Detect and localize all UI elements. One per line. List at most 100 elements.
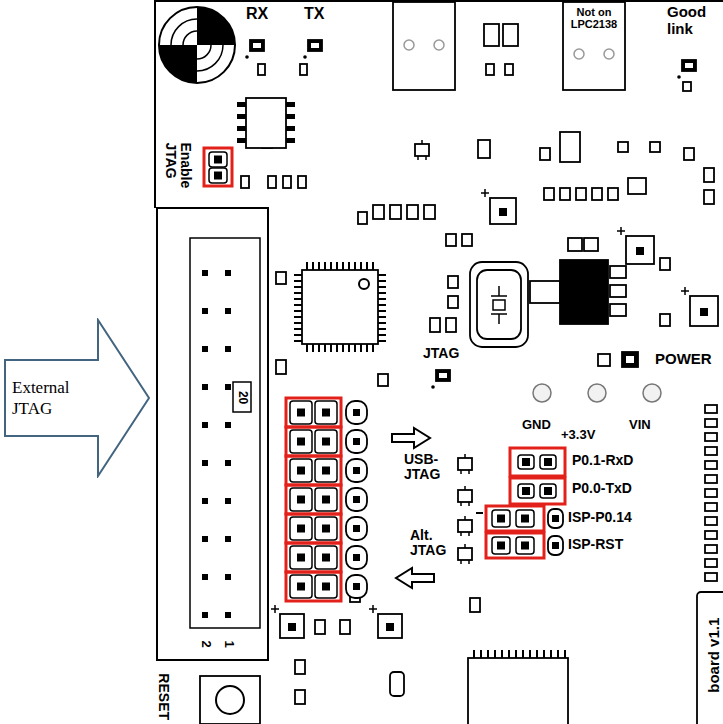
silkscreen-label: board v1.1	[706, 617, 723, 692]
silkscreen-label: GND	[522, 418, 551, 432]
connector-pin	[202, 498, 208, 504]
pad-outline	[684, 148, 694, 160]
jumper-highlight	[286, 456, 341, 485]
pin-pad	[322, 525, 330, 533]
capacitor-outline	[626, 236, 654, 264]
silkscreen-label: POWER	[655, 351, 712, 368]
pad-outline	[610, 304, 626, 316]
jumper-highlight	[286, 398, 341, 427]
pad-outline	[705, 419, 717, 427]
jumper-highlight	[286, 543, 341, 572]
connector-pin	[225, 346, 231, 352]
pin-pad	[522, 458, 530, 466]
pad-outline	[704, 168, 714, 182]
pad-outline	[448, 276, 458, 288]
header-pin	[346, 546, 367, 569]
header-pin	[346, 575, 367, 598]
connector-pin	[202, 612, 208, 618]
pad-outline	[315, 620, 325, 634]
jumper-highlight	[510, 478, 565, 504]
pad-outline	[705, 475, 717, 483]
jumper-highlight	[486, 533, 544, 558]
pad-outline	[486, 64, 494, 75]
button-hole	[574, 49, 584, 59]
transistor-outline	[458, 548, 472, 560]
header-pin	[315, 430, 337, 453]
transistor-outline	[458, 490, 472, 502]
pin1-mark	[359, 279, 369, 289]
pad-outline	[505, 64, 513, 75]
pad-outline	[704, 190, 714, 204]
pad-outline	[484, 24, 499, 46]
pad-outline	[295, 660, 305, 674]
callout-arrow: External JTAG	[3, 318, 153, 478]
fiducial-quadrant	[197, 7, 235, 45]
pad-outline	[705, 433, 717, 441]
pin-pad	[353, 467, 360, 474]
pad-outline	[373, 205, 384, 219]
jumper-highlight	[510, 448, 565, 476]
capacitor-outline	[378, 614, 402, 638]
pin-pad	[297, 496, 305, 504]
button-footprint	[200, 676, 260, 724]
pad-outline	[608, 188, 618, 200]
header-pin	[315, 459, 337, 482]
connector-pin	[225, 422, 231, 428]
ic-pin	[237, 102, 246, 107]
pad-outline	[424, 205, 435, 219]
header-pin	[290, 430, 312, 453]
led-window	[311, 43, 319, 48]
silkscreen-label: Enable JTAG	[163, 142, 194, 198]
component-lead	[418, 140, 426, 160]
pin-pad	[214, 172, 222, 180]
direction-arrow	[396, 568, 434, 588]
button-hole	[604, 49, 614, 59]
pin-pad	[322, 496, 330, 504]
button-footprint	[563, 2, 625, 90]
regulator-body	[560, 260, 608, 324]
sot-package	[560, 132, 580, 162]
pad-outline	[660, 258, 670, 270]
transistor-outline	[458, 458, 472, 470]
header-pin	[540, 484, 556, 498]
pad-outline	[470, 598, 480, 612]
connector-pin	[202, 384, 208, 390]
component-lead	[461, 486, 469, 506]
pad-outline	[592, 188, 602, 200]
component-lead	[461, 544, 469, 564]
ic-pins	[294, 262, 386, 352]
header-pin	[516, 510, 534, 527]
fiducial-ring	[159, 7, 235, 83]
ic-body	[302, 270, 378, 344]
silkscreen-label: +3.3V	[561, 428, 595, 442]
test-point	[588, 384, 606, 402]
capacitor-pad	[386, 623, 394, 631]
header-pin	[290, 459, 312, 482]
switch-outline	[628, 178, 646, 194]
pad-outline	[276, 360, 286, 374]
version-box	[697, 592, 723, 724]
pin-pad	[353, 409, 360, 416]
silkscreen-label: P0.0-TxD	[572, 481, 632, 496]
pin-pad	[544, 458, 552, 466]
pad-outline	[446, 318, 456, 332]
pad-outline	[705, 545, 717, 553]
polarity-mark	[617, 227, 625, 235]
pin-pad	[297, 583, 305, 591]
pin-pad	[353, 438, 360, 445]
header-pin	[315, 401, 337, 424]
pin-pad	[322, 583, 330, 591]
pin-pad	[497, 542, 505, 550]
silkscreen-label: TX	[304, 5, 324, 23]
pad-outline	[258, 64, 265, 75]
connector-pin	[202, 574, 208, 580]
connector-pin	[225, 574, 231, 580]
led-body	[250, 40, 264, 51]
pin-pad	[322, 438, 330, 446]
pad-outline	[295, 690, 305, 704]
polarity-mark	[369, 605, 377, 613]
led-body	[436, 370, 450, 381]
pad-outline	[503, 24, 518, 46]
header-pin	[518, 455, 534, 469]
